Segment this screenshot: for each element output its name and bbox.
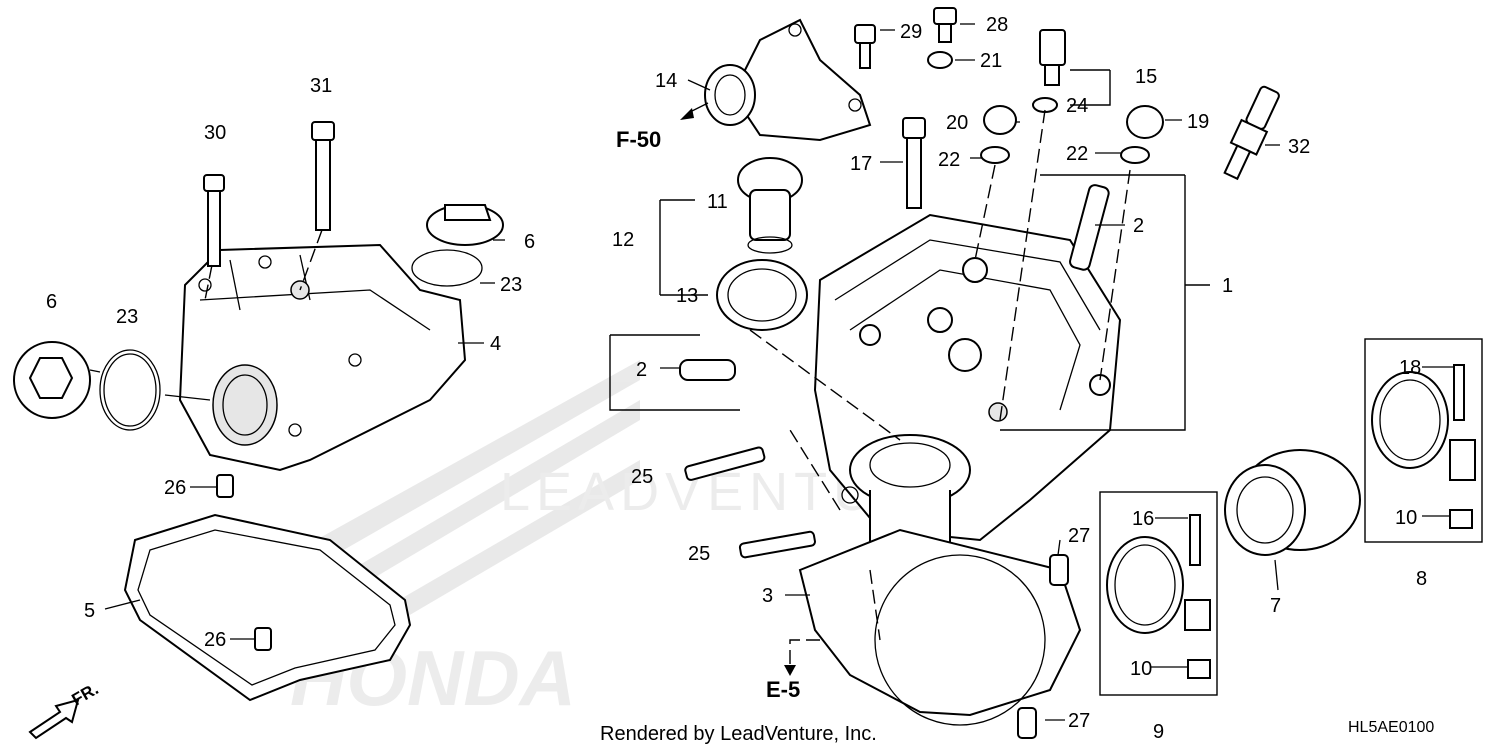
bolt-30 — [203, 174, 225, 267]
temperature-sensor — [1039, 29, 1066, 86]
band-clamp-9 — [1106, 514, 1211, 679]
carburetor-insulator — [1224, 449, 1361, 556]
callout-11: 11 — [707, 191, 728, 213]
thermostat-seal — [716, 259, 808, 331]
credit-text: Rendered by LeadVenture, Inc. — [600, 723, 877, 745]
callout-29: 29 — [900, 21, 922, 43]
nut-10-lower — [1187, 659, 1211, 679]
callout-23-right: 23 — [500, 274, 522, 296]
cylinder-head-gasket — [798, 528, 1082, 717]
diagram-code: HL5AE0100 — [1348, 719, 1434, 736]
group-box-1 — [1000, 174, 1210, 431]
head-cover-gasket — [123, 513, 412, 702]
honda-watermark: HONDA — [280, 360, 640, 722]
dowel-27-bottom — [1017, 707, 1037, 739]
cap-19 — [1126, 105, 1164, 139]
screw-16 — [1189, 514, 1201, 566]
callout-7: 7 — [1270, 595, 1281, 617]
callout-15: 15 — [1135, 66, 1157, 88]
ref-f50-label[interactable]: F-50 — [616, 127, 661, 152]
ref-e5[interactable]: E-5 — [766, 665, 800, 702]
callout-27-top: 27 — [1068, 525, 1090, 547]
callout-4: 4 — [490, 333, 501, 355]
callout-6-right: 6 — [524, 231, 535, 253]
callout-10-upper: 10 — [1395, 507, 1417, 529]
spark-plug — [1223, 85, 1280, 181]
ref-e5-label[interactable]: E-5 — [766, 677, 800, 702]
group-box-12 — [659, 199, 708, 296]
cylinder-head-cover — [178, 243, 467, 472]
dowel-pin-2-left — [679, 359, 736, 381]
group-box-9 — [1099, 491, 1218, 696]
callout-2-right: 2 — [1133, 215, 1144, 237]
filler-cap-6-left — [13, 341, 91, 419]
o-ring-23-right — [411, 249, 483, 287]
leader-lines — [89, 23, 1454, 721]
callout-labels: 1 2 2 3 4 5 6 6 7 8 9 10 10 11 12 13 14 … — [46, 14, 1427, 743]
group-box-15 — [1070, 69, 1111, 106]
callout-21: 21 — [980, 50, 1002, 72]
ref-f50[interactable]: F-50 — [616, 102, 709, 152]
callout-2-left: 2 — [636, 359, 647, 381]
dowel-26-bottom — [254, 627, 272, 651]
callout-27-bottom: 27 — [1068, 710, 1090, 732]
callout-6-left: 6 — [46, 291, 57, 313]
thermostat — [737, 157, 803, 254]
callout-26-top: 26 — [164, 477, 186, 499]
callout-22-left: 22 — [938, 149, 960, 171]
washer-21 — [927, 51, 953, 69]
washer-22-right — [1120, 146, 1150, 164]
screw-18 — [1453, 364, 1465, 421]
group-box-2-left — [609, 335, 740, 411]
dowel-26-top — [216, 474, 234, 498]
washer-22-left — [980, 146, 1010, 164]
group-box-8 — [1364, 338, 1483, 543]
dowel-27-top — [1049, 554, 1069, 586]
o-ring-23-left — [99, 349, 161, 431]
callout-23-left: 23 — [116, 306, 138, 328]
callout-22-right: 22 — [1066, 143, 1088, 165]
callout-18: 18 — [1399, 357, 1421, 379]
callout-17: 17 — [850, 153, 872, 175]
callout-28: 28 — [986, 14, 1008, 36]
callout-14: 14 — [655, 70, 677, 92]
callout-20: 20 — [946, 112, 968, 134]
callout-19: 19 — [1187, 111, 1209, 133]
bolt-29 — [854, 24, 876, 69]
filler-cap-6-right — [426, 204, 504, 246]
front-arrow-icon: FR. — [28, 679, 102, 740]
callout-10-lower: 10 — [1130, 658, 1152, 680]
stud-25-lower — [738, 530, 816, 559]
callout-12: 12 — [612, 229, 634, 251]
callout-24: 24 — [1066, 95, 1088, 117]
callout-8: 8 — [1416, 568, 1427, 590]
cap-20 — [983, 105, 1017, 135]
callout-13: 13 — [676, 285, 698, 307]
callout-16: 16 — [1132, 508, 1154, 530]
dowel-pin-2-right — [1069, 184, 1110, 271]
bolt-17 — [902, 117, 926, 209]
callout-31: 31 — [310, 75, 332, 97]
callout-26-bottom: 26 — [204, 629, 226, 651]
stud-25-upper — [684, 446, 766, 481]
callout-3: 3 — [762, 585, 773, 607]
callout-1: 1 — [1222, 275, 1233, 297]
bolt-28 — [933, 7, 957, 43]
callout-32: 32 — [1288, 136, 1310, 158]
nut-10-upper — [1449, 509, 1473, 529]
band-clamp-8 — [1371, 364, 1476, 529]
bolt-31 — [311, 121, 335, 231]
callout-30: 30 — [204, 122, 226, 144]
callout-5: 5 — [84, 600, 95, 622]
callout-9: 9 — [1153, 721, 1164, 743]
washer-24 — [1032, 97, 1058, 113]
water-outlet — [704, 18, 872, 142]
callout-25-lower: 25 — [688, 543, 710, 565]
callout-25-upper: 25 — [631, 466, 653, 488]
